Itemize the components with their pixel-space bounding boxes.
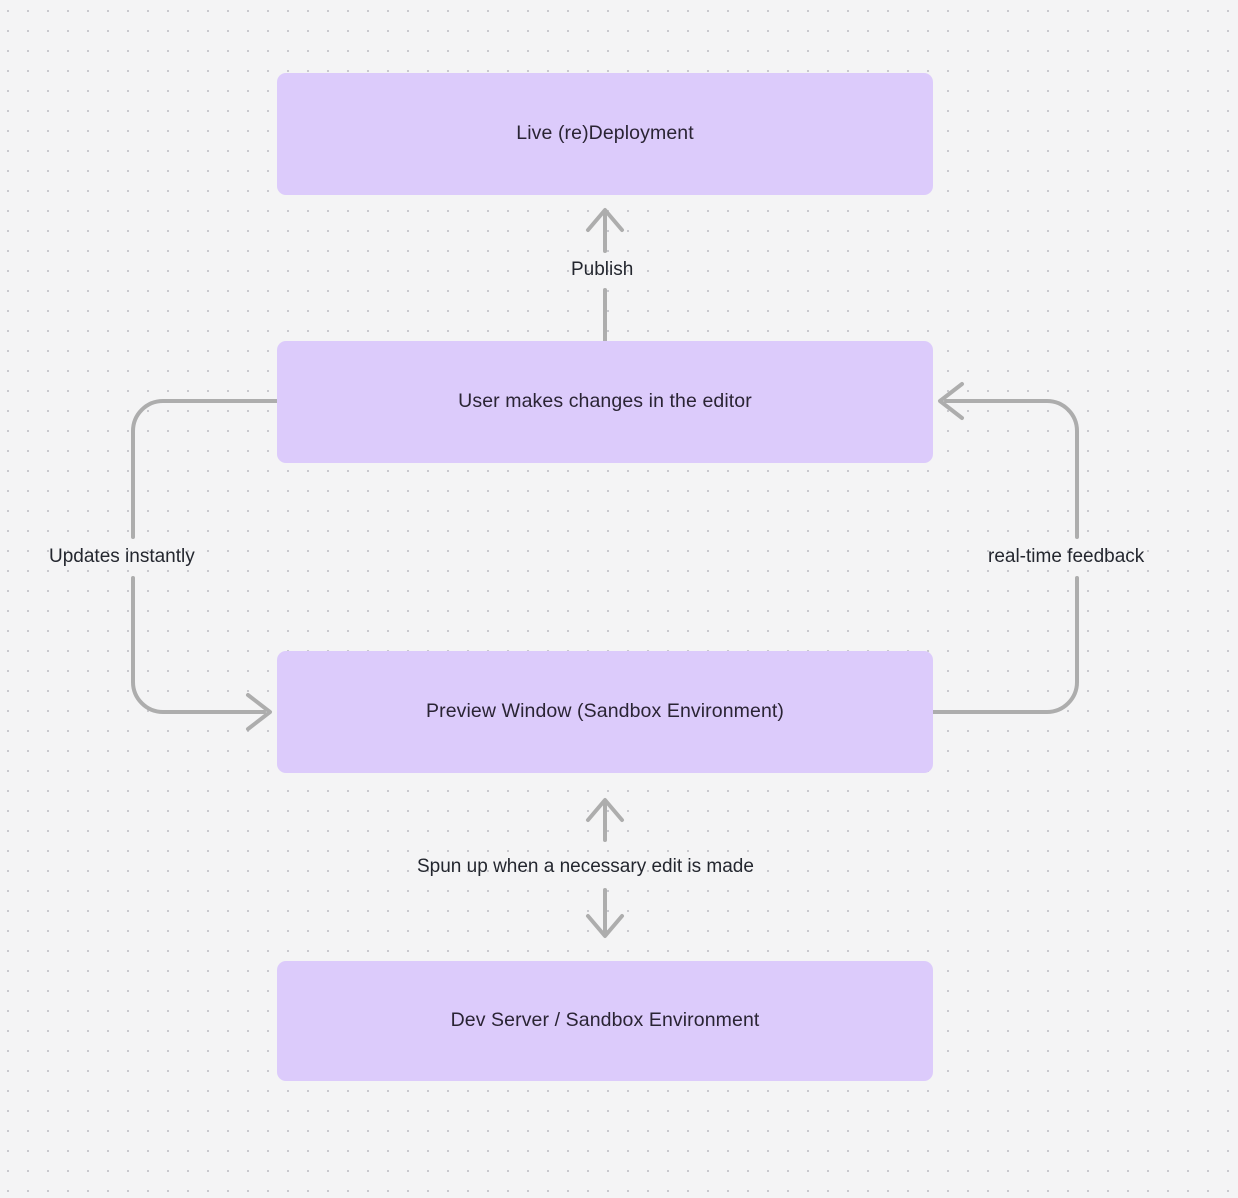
node-user-edits[interactable]: User makes changes in the editor [277, 341, 933, 463]
node-live-deployment[interactable]: Live (re)Deployment [277, 73, 933, 195]
edge-label-spun-up: Spun up when a necessary edit is made [417, 856, 754, 877]
node-label: Dev Server / Sandbox Environment [450, 1009, 760, 1032]
node-label: User makes changes in the editor [458, 390, 752, 413]
node-label: Live (re)Deployment [516, 122, 694, 145]
node-preview-window[interactable]: Preview Window (Sandbox Environment) [277, 651, 933, 773]
edge-label-updates-instantly: Updates instantly [49, 546, 195, 567]
edge-label-publish: Publish [571, 259, 634, 280]
node-dev-server[interactable]: Dev Server / Sandbox Environment [277, 961, 933, 1081]
node-label: Preview Window (Sandbox Environment) [426, 700, 784, 723]
edge-label-real-time-feedback: real-time feedback [988, 546, 1145, 567]
